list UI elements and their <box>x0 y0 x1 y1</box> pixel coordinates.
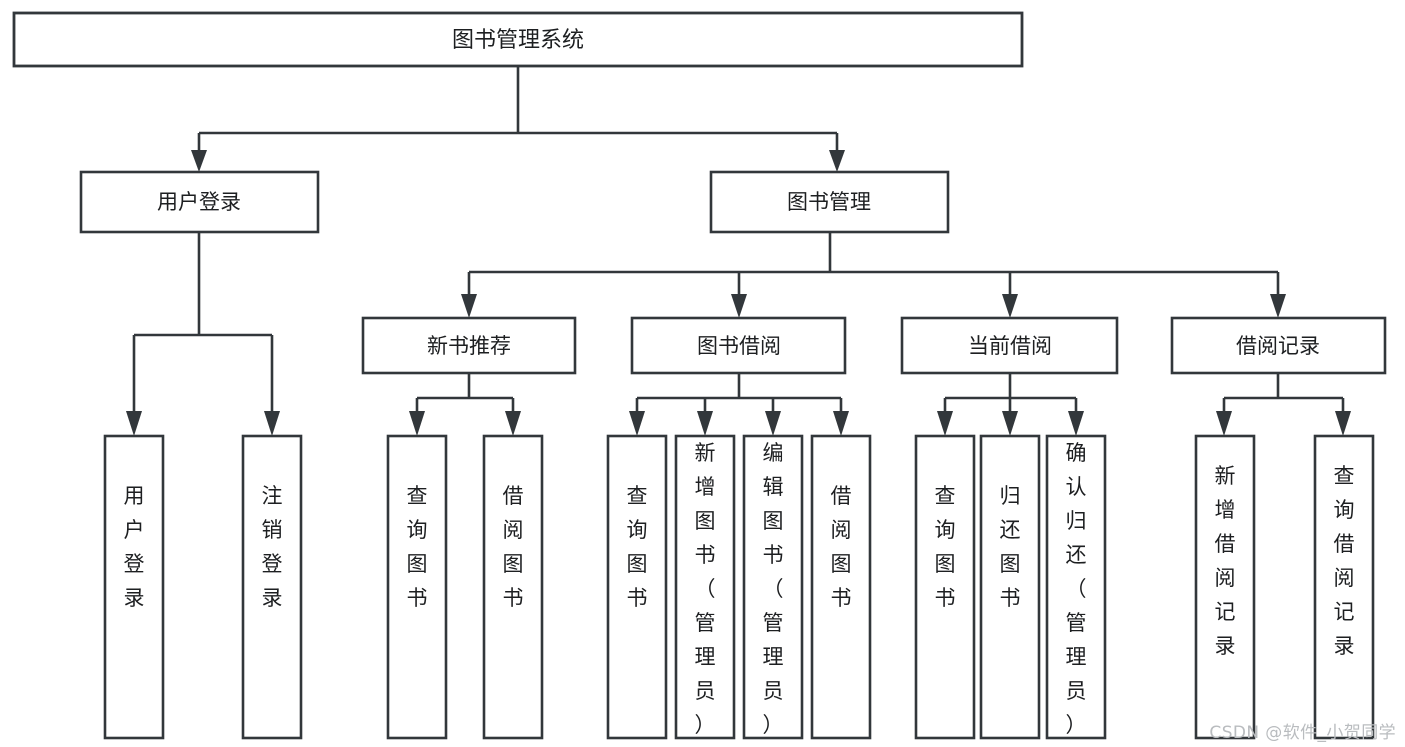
node-leaf-add-record-label: 新增借阅记录 <box>1215 464 1236 658</box>
node-leaf-borrow-book-1-box[interactable] <box>482 434 544 740</box>
node-leaf-query-book-2[interactable]: 查询图书 <box>606 434 668 740</box>
node-leaf-borrow-book-2[interactable]: 借阅图书 <box>810 434 872 740</box>
node-leaf-return-book[interactable]: 归还图书 <box>979 434 1041 740</box>
node-leaf-user-login-label: 用户登录 <box>124 484 145 610</box>
arrow-root-to-userlogin <box>191 150 207 172</box>
arrow-bookborrow-leaf-4 <box>833 411 849 436</box>
node-leaf-query-record-label: 查询借阅记录 <box>1334 464 1355 658</box>
node-user-login[interactable]: 用户登录 <box>79 170 320 234</box>
arrow-userlogin-leaf-2 <box>264 411 280 436</box>
node-current-borrow[interactable]: 当前借阅 <box>900 316 1119 375</box>
node-leaf-edit-book-box[interactable] <box>742 434 804 740</box>
node-leaf-query-book-3[interactable]: 查询图书 <box>914 434 976 740</box>
node-leaf-edit-book-label: 编辑图书（管理员） <box>763 441 784 737</box>
node-current-borrow-box[interactable] <box>900 316 1119 375</box>
node-root-box[interactable] <box>12 11 1024 68</box>
node-leaf-logout-login-label: 注销登录 <box>262 484 283 610</box>
node-book-borrow-box[interactable] <box>630 316 847 375</box>
arrow-bookborrow-leaf-2 <box>697 411 713 436</box>
node-leaf-add-book-box[interactable] <box>674 434 736 740</box>
arrow-bookmgmt-to-currentborrow <box>1002 294 1018 318</box>
node-leaf-return-book-box[interactable] <box>979 434 1041 740</box>
arrow-borrowrecord-leaf-1 <box>1216 411 1232 436</box>
node-borrow-record-box[interactable] <box>1170 316 1387 375</box>
node-book-borrow[interactable]: 图书借阅 <box>630 316 847 375</box>
node-leaf-borrow-book-2-box[interactable] <box>810 434 872 740</box>
node-leaf-query-record-box[interactable] <box>1313 434 1375 740</box>
node-user-login-box[interactable] <box>79 170 320 234</box>
node-leaf-add-book[interactable]: 新增图书（管理员） <box>674 434 736 740</box>
arrow-bookborrow-leaf-1 <box>629 411 645 436</box>
node-leaf-add-record-box[interactable] <box>1194 434 1256 740</box>
node-leaf-query-book-2-label: 查询图书 <box>627 484 648 610</box>
arrow-bookmgmt-to-borrowrecord <box>1270 294 1286 318</box>
node-leaf-borrow-book-1[interactable]: 借阅图书 <box>482 434 544 740</box>
arrow-root-to-bookmgmt <box>829 150 845 172</box>
arrow-borrowrecord-leaf-2 <box>1335 411 1351 436</box>
node-borrow-record-label: 借阅记录 <box>1236 334 1320 358</box>
node-leaf-logout-login[interactable]: 注销登录 <box>241 434 303 740</box>
node-leaf-query-book-3-box[interactable] <box>914 434 976 740</box>
node-user-login-label: 用户登录 <box>157 190 241 214</box>
node-leaf-query-book-1[interactable]: 查询图书 <box>386 434 448 740</box>
node-root-label: 图书管理系统 <box>452 28 584 53</box>
arrow-currentborrow-leaf-1 <box>937 411 953 436</box>
node-root[interactable]: 图书管理系统 <box>12 11 1024 68</box>
node-book-management[interactable]: 图书管理 <box>709 170 950 234</box>
arrow-bookmgmt-to-newbook <box>461 294 477 318</box>
node-new-book-recommend-label: 新书推荐 <box>427 334 511 358</box>
arrow-newbook-leaf-1 <box>409 411 425 436</box>
node-leaf-add-book-label: 新增图书（管理员） <box>695 441 716 737</box>
arrow-newbook-leaf-2 <box>505 411 521 436</box>
node-leaf-query-book-3-label: 查询图书 <box>935 484 956 610</box>
node-book-management-label: 图书管理 <box>787 190 871 214</box>
node-leaf-logout-login-box[interactable] <box>241 434 303 740</box>
node-new-book-recommend[interactable]: 新书推荐 <box>361 316 577 375</box>
arrow-bookborrow-leaf-3 <box>765 411 781 436</box>
node-leaf-query-book-1-label: 查询图书 <box>407 484 428 610</box>
node-leaf-confirm-return-label: 确认归还（管理员） <box>1066 441 1087 737</box>
node-new-book-recommend-box[interactable] <box>361 316 577 375</box>
node-leaf-user-login-box[interactable] <box>103 434 165 740</box>
arrow-bookmgmt-to-bookborrow <box>731 294 747 318</box>
node-leaf-edit-book[interactable]: 编辑图书（管理员） <box>742 434 804 740</box>
node-leaf-borrow-book-2-label: 借阅图书 <box>831 484 852 610</box>
node-current-borrow-label: 当前借阅 <box>968 334 1052 358</box>
node-leaf-return-book-label: 归还图书 <box>1000 484 1021 610</box>
node-leaf-query-record[interactable]: 查询借阅记录 <box>1313 434 1375 740</box>
arrow-userlogin-leaf-1 <box>126 411 142 436</box>
arrow-currentborrow-leaf-3 <box>1068 411 1084 436</box>
node-leaf-borrow-book-1-label: 借阅图书 <box>503 484 524 610</box>
node-leaf-confirm-return[interactable]: 确认归还（管理员） <box>1045 434 1107 740</box>
node-borrow-record[interactable]: 借阅记录 <box>1170 316 1387 375</box>
node-leaf-query-book-1-box[interactable] <box>386 434 448 740</box>
node-book-management-box[interactable] <box>709 170 950 234</box>
node-leaf-add-record[interactable]: 新增借阅记录 <box>1194 434 1256 740</box>
node-leaf-confirm-return-box[interactable] <box>1045 434 1107 740</box>
arrow-currentborrow-leaf-2 <box>1002 411 1018 436</box>
node-leaf-query-book-2-box[interactable] <box>606 434 668 740</box>
connector-layer <box>126 66 1351 436</box>
node-leaf-user-login[interactable]: 用户登录 <box>103 434 165 740</box>
node-book-borrow-label: 图书借阅 <box>697 334 781 358</box>
